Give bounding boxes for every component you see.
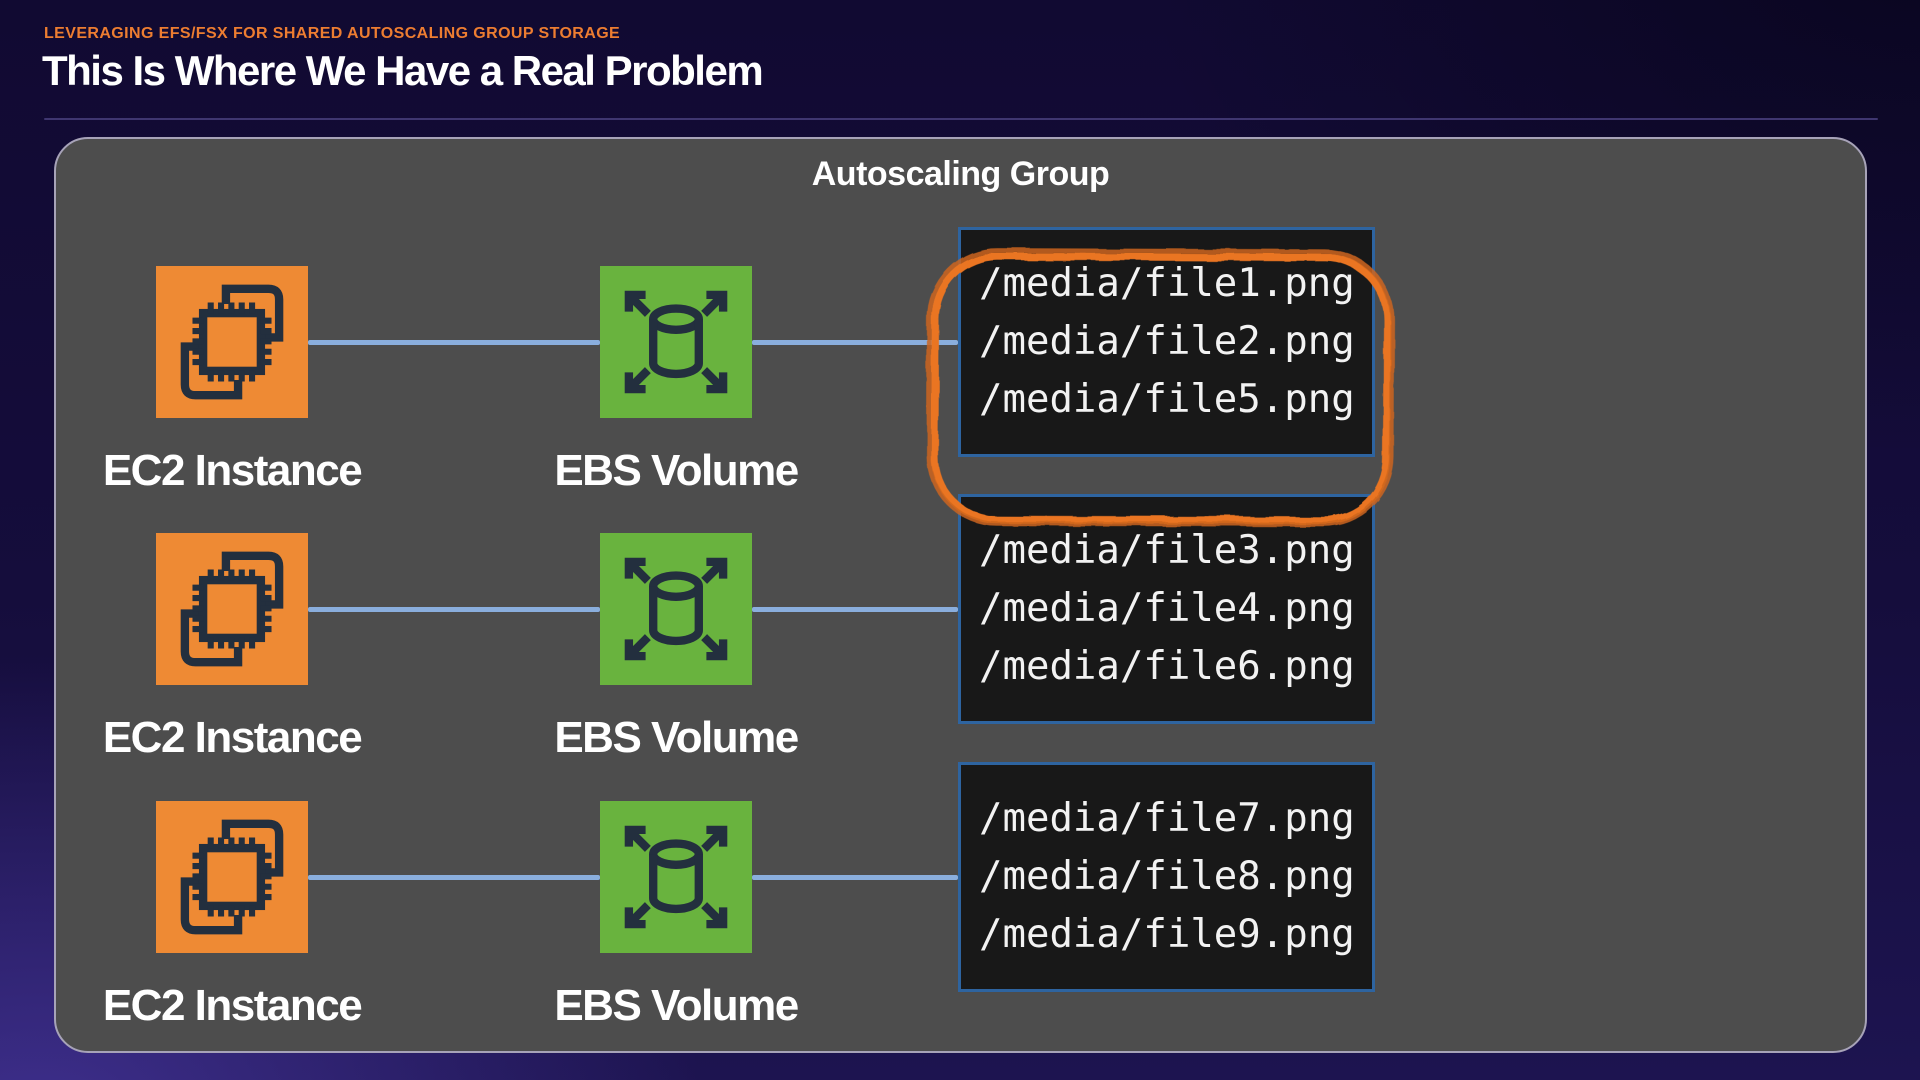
file-path-line: /media/file5.png [979, 377, 1355, 422]
ebs-volume-icon [600, 533, 752, 685]
ebs-volume-label: EBS Volume [554, 981, 799, 1030]
ebs-volume-icon [600, 266, 752, 418]
file-path-line: /media/file7.png [979, 796, 1355, 841]
title-divider [44, 118, 1878, 120]
file-path-line: /media/file4.png [979, 586, 1355, 631]
ec2-icon [156, 801, 308, 953]
file-list-box: /media/file3.png /media/file4.png /media… [958, 494, 1375, 724]
connector-line-ec2-ebs [308, 607, 600, 612]
ebs-volume-label: EBS Volume [554, 713, 799, 762]
eyebrow-label: LEVERAGING EFS/FSX FOR SHARED AUTOSCALIN… [44, 25, 621, 42]
ec2-instance-label: EC2 Instance [102, 713, 363, 762]
file-list-box: /media/file7.png /media/file8.png /media… [958, 762, 1375, 992]
connector-line-ebs-files [752, 607, 958, 612]
ebs-volume-label: EBS Volume [554, 446, 799, 495]
autoscaling-group-panel: Autoscaling Group EC2 Instance EBS Vo [54, 137, 1867, 1053]
file-list-box: /media/file1.png /media/file2.png /media… [958, 227, 1375, 457]
file-path-line: /media/file3.png [979, 528, 1355, 573]
ebs-volume-icon [600, 801, 752, 953]
ec2-instance-label: EC2 Instance [102, 446, 363, 495]
ec2-icon [156, 266, 308, 418]
page-title: This Is Where We Have a Real Problem [42, 47, 764, 94]
file-path-line: /media/file9.png [979, 912, 1355, 957]
connector-line-ebs-files [752, 875, 958, 880]
connector-line-ebs-files [752, 340, 958, 345]
connector-line-ec2-ebs [308, 875, 600, 880]
file-path-line: /media/file1.png [979, 261, 1355, 306]
file-path-line: /media/file2.png [979, 319, 1355, 364]
ec2-icon [156, 533, 308, 685]
file-path-line: /media/file6.png [979, 644, 1355, 689]
autoscaling-group-label: Autoscaling Group [811, 155, 1110, 193]
connector-line-ec2-ebs [308, 340, 600, 345]
ec2-instance-label: EC2 Instance [102, 981, 363, 1030]
file-path-line: /media/file8.png [979, 854, 1355, 899]
